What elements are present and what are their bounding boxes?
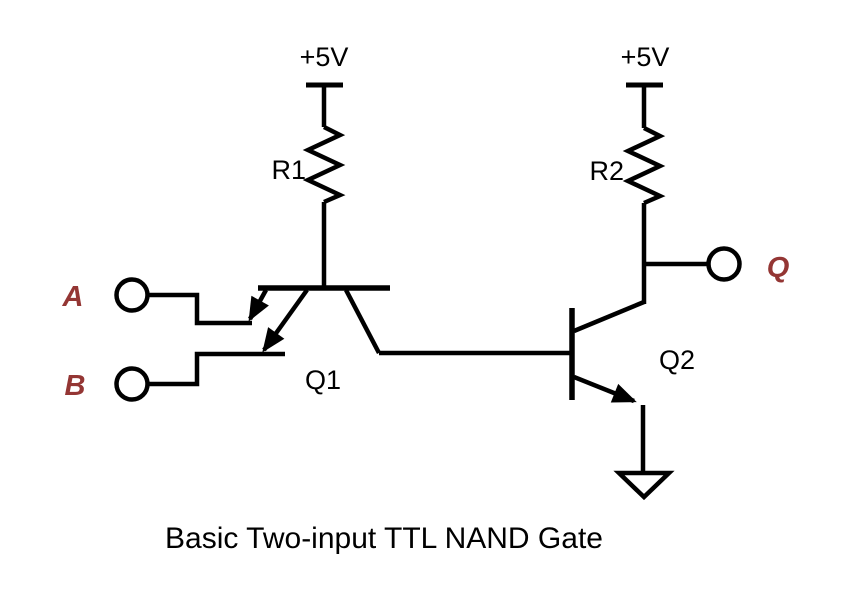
q2-emitter-arrow [573, 374, 637, 404]
supply-right-label: +5V [621, 42, 670, 72]
transistor-q1: Q1 [248, 285, 390, 395]
input-b-terminal: B [65, 351, 285, 402]
diagram-caption: Basic Two-input TTL NAND Gate [165, 522, 603, 555]
r1-zigzag [302, 124, 346, 205]
q1-collector-slant [344, 288, 381, 355]
supply-left-label: +5V [300, 42, 349, 72]
input-b-label: B [65, 370, 86, 402]
power-rail-right: +5V [621, 42, 670, 88]
r2-label: R2 [589, 156, 624, 186]
output-q-terminal: Q [644, 246, 790, 284]
ground-triangle [613, 470, 675, 501]
transistor-q2: Q2 [569, 203, 695, 473]
input-a-terminal: A [62, 277, 252, 326]
q1-label: Q1 [305, 365, 341, 395]
input-a-wire [148, 292, 252, 326]
q1-emitter1-arrow [248, 288, 269, 322]
output-q-label: Q [767, 252, 790, 284]
input-a-label: A [62, 281, 84, 313]
output-node-circle [706, 246, 742, 282]
ground-symbol [613, 470, 675, 501]
input-a-node-circle [114, 277, 150, 313]
resistor-r1: R1 [271, 85, 346, 286]
input-b-node-circle [114, 366, 150, 402]
r2-zigzag [622, 125, 666, 206]
q1-emitter2-arrow [262, 288, 309, 353]
q2-label: Q2 [659, 345, 695, 375]
q2-collector-slant [573, 299, 645, 334]
resistor-r2: R2 [589, 85, 666, 206]
power-rail-left: +5V [300, 42, 349, 88]
input-b-wire [148, 351, 285, 387]
r1-label: R1 [271, 155, 306, 185]
